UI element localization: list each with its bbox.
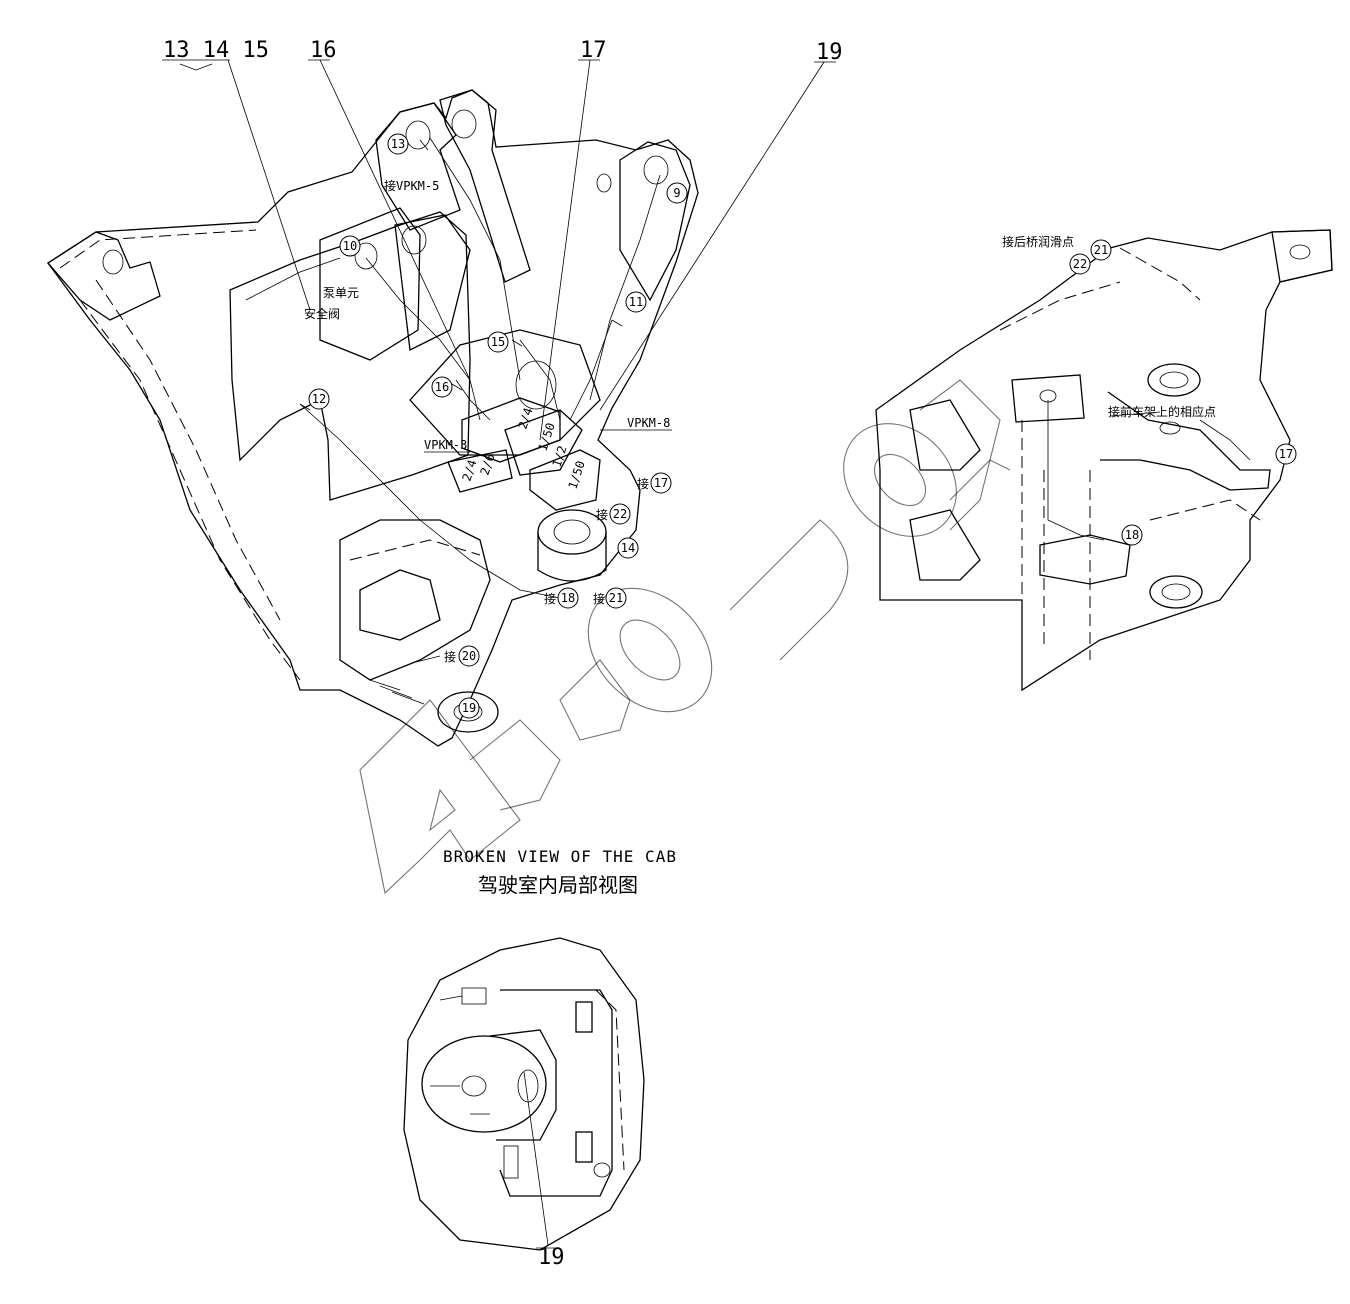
leader-17: 17	[580, 38, 607, 63]
svg-text:18: 18	[1125, 528, 1139, 542]
leader-lines	[162, 59, 836, 1249]
hose-lines	[299, 137, 661, 599]
bubble-21-rear: 21	[1090, 239, 1112, 261]
svg-text:17: 17	[1279, 447, 1293, 461]
svg-text:12: 12	[312, 392, 326, 406]
svg-text:20: 20	[462, 649, 476, 663]
label-pump-unit: 泵单元	[323, 286, 359, 300]
leader-labels: 13 14 15 16 17 19 19	[163, 38, 843, 1270]
svg-text:19: 19	[462, 701, 476, 715]
svg-text:11: 11	[629, 295, 643, 309]
front-frame-assembly	[47, 89, 699, 747]
valve-text-1: 2/4	[516, 406, 536, 431]
caption-cn: 驾驶室内局部视图	[478, 873, 638, 897]
bubble-12: 12	[308, 388, 330, 410]
svg-text:22: 22	[613, 507, 627, 521]
svg-text:14: 14	[621, 541, 635, 555]
view-caption: BROKEN VIEW OF THE CAB 驾驶室内局部视图	[443, 847, 677, 897]
label-safety-valve: 安全阀	[304, 306, 340, 321]
leader-19-bottom: 19	[538, 1245, 565, 1270]
label-jie-17: 接	[637, 476, 649, 491]
cab-broken-view	[403, 937, 645, 1251]
svg-text:21: 21	[609, 591, 623, 605]
bubble-22-ref: 22	[609, 503, 631, 525]
bubble-9: 9	[666, 182, 688, 204]
bubble-16: 16	[431, 376, 453, 398]
bubble-18-ref: 18	[557, 587, 579, 609]
label-jie-21: 接	[593, 591, 605, 606]
rear-frame-assembly	[875, 229, 1333, 692]
leader-19-top: 19	[816, 40, 843, 65]
valve-text-3: 1/2	[550, 444, 570, 469]
bubble-13: 13	[387, 133, 409, 155]
bubble-17-ref: 17	[650, 472, 672, 494]
svg-text:22: 22	[1073, 257, 1087, 271]
svg-text:15: 15	[491, 335, 505, 349]
caption-en: BROKEN VIEW OF THE CAB	[443, 847, 677, 866]
bubble-14: 14	[617, 537, 639, 559]
bubble-20-ref: 20	[458, 645, 480, 667]
bubble-17-rear: 17	[1275, 443, 1297, 465]
svg-text:21: 21	[1094, 243, 1108, 257]
svg-text:9: 9	[673, 186, 680, 200]
connection-labels: 接VPKM-5 泵单元 安全阀 VPKM-3 VPKM-8 接 接 接 接 接 …	[304, 178, 1216, 664]
svg-text:17: 17	[654, 476, 668, 490]
leader-16: 16	[310, 38, 337, 63]
svg-text:13: 13	[391, 137, 405, 151]
label-vpkm8: VPKM-8	[627, 416, 670, 430]
valve-text-5: 2/6	[478, 452, 498, 477]
bubble-18-rear: 18	[1121, 524, 1143, 546]
label-jie-20: 接	[444, 649, 456, 664]
watermark-logo	[359, 379, 1011, 895]
label-vpkm5: 接VPKM-5	[384, 178, 439, 193]
svg-text:16: 16	[435, 380, 449, 394]
bubble-11: 11	[625, 291, 647, 313]
svg-text:18: 18	[561, 591, 575, 605]
item-bubbles: 13 9 10 11 12 15 16 14 19 17 22 18 21 20…	[308, 133, 1297, 719]
valve-text-6: 2/4	[460, 458, 480, 483]
bubble-15: 15	[487, 331, 509, 353]
bubble-22-rear: 22	[1069, 253, 1091, 275]
label-front-frame-point: 接前车架上的相应点	[1108, 404, 1216, 419]
label-jie-18: 接	[544, 591, 556, 606]
label-jie-22: 接	[596, 507, 608, 522]
label-rear-axle-lube: 接后桥润滑点	[1002, 234, 1074, 249]
svg-text:10: 10	[343, 239, 357, 253]
leader-13-14-15: 13 14 15	[163, 38, 269, 63]
label-vpkm3: VPKM-3	[424, 438, 467, 452]
valve-text-4: 1/50	[566, 459, 588, 491]
valve-block-markings: 2/4 1/50 1/2 1/50 2/6 2/4	[460, 406, 588, 491]
bubble-10: 10	[339, 235, 361, 257]
bubble-21-ref: 21	[605, 587, 627, 609]
bubble-19: 19	[458, 697, 480, 719]
